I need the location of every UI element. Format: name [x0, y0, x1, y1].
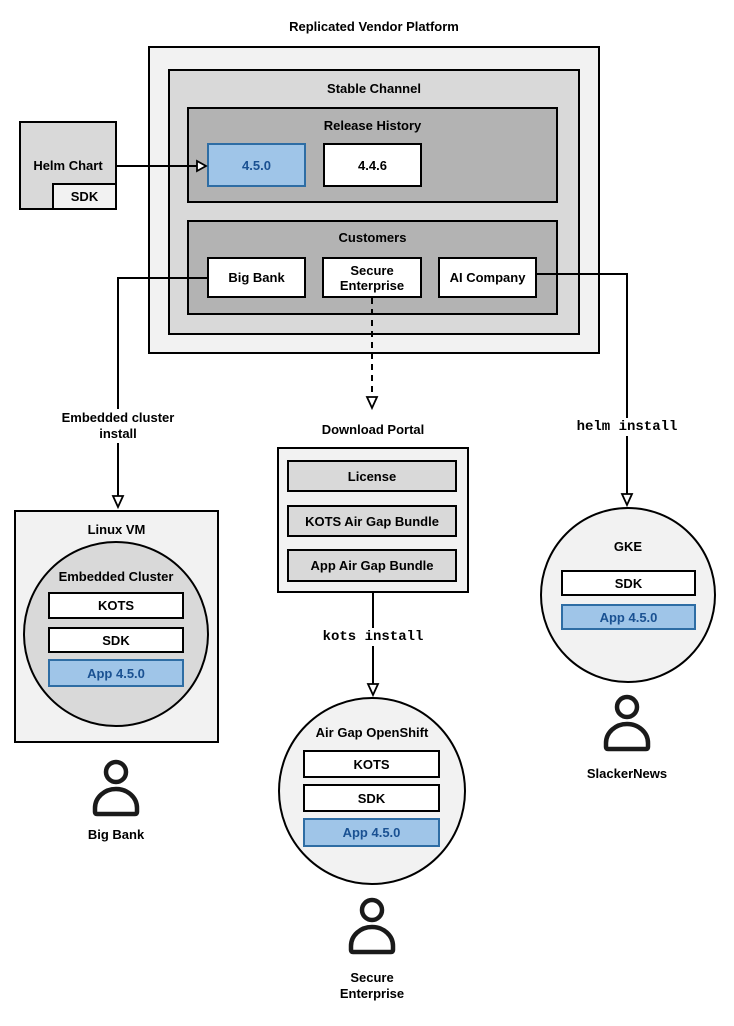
sdk-label-openshift: SDK [357, 790, 386, 806]
customer-secure-enterprise-box: Secure Enterprise [322, 257, 422, 298]
sdk-label-embedded: SDK [102, 632, 130, 648]
app-airgap-bundle-box: App Air Gap Bundle [287, 549, 457, 582]
sdk-box-gke: SDK [561, 570, 696, 596]
app-label-gke: App 4.5.0 [599, 609, 658, 625]
app-airgap-bundle-label: App Air Gap Bundle [310, 558, 434, 573]
release-450-box: 4.5.0 [207, 143, 306, 187]
app-box-embedded: App 4.5.0 [48, 659, 184, 687]
customer-big-bank-box: Big Bank [207, 257, 306, 298]
license-box: License [287, 460, 457, 492]
sdk-box-openshift: SDK [303, 784, 440, 812]
stable-channel-label: Stable Channel [327, 81, 421, 96]
customer-ai-company-box: AI Company [438, 257, 537, 298]
embedded-cluster-label: Embedded Cluster [58, 569, 174, 584]
app-label-openshift: App 4.5.0 [342, 825, 401, 840]
gke-label: GKE [613, 539, 643, 554]
kots-airgap-bundle-box: KOTS Air Gap Bundle [287, 505, 457, 537]
customers-label: Customers [338, 230, 407, 245]
secure-enterprise-user-label: Secure Enterprise [339, 970, 405, 1001]
license-label: License [347, 468, 397, 484]
helm-chart-sdk-box: SDK [52, 183, 117, 210]
secure-enterprise-user-icon [346, 897, 398, 960]
helm-chart-sdk-label: SDK [70, 189, 99, 204]
arrowhead-big-bank-to-linux-vm [111, 495, 125, 510]
arrowhead-portal-to-openshift [366, 683, 380, 698]
customer-secure-enterprise-label: Secure Enterprise [339, 262, 405, 293]
sdk-box-embedded: SDK [48, 627, 184, 653]
arrowhead-secure-enterprise-to-portal [365, 396, 379, 411]
kots-label-embedded: KOTS [97, 598, 135, 613]
kots-box-embedded: KOTS [48, 592, 184, 619]
diagram-title: Replicated Vendor Platform [289, 19, 459, 34]
linux-vm-label: Linux VM [87, 522, 146, 537]
release-446-box: 4.4.6 [323, 143, 422, 187]
big-bank-user-label: Big Bank [87, 827, 145, 842]
arrowhead-ai-company-to-gke [620, 493, 634, 508]
embedded-install-edge-label: Embedded cluster install [53, 409, 183, 443]
app-box-openshift: App 4.5.0 [303, 818, 440, 847]
download-portal-label: Download Portal [321, 422, 425, 437]
sdk-label-gke: SDK [614, 575, 643, 591]
customer-ai-company-label: AI Company [449, 270, 526, 285]
helm-chart-label: Helm Chart [33, 158, 103, 173]
kots-box-openshift: KOTS [303, 750, 440, 778]
big-bank-user-icon [90, 759, 142, 822]
release-450-label: 4.5.0 [242, 157, 271, 173]
kots-label-openshift: KOTS [353, 756, 390, 772]
release-446-label: 4.4.6 [358, 157, 387, 173]
slackernews-user-label: SlackerNews [586, 766, 668, 781]
app-label-embedded: App 4.5.0 [87, 665, 145, 681]
app-box-gke: App 4.5.0 [561, 604, 696, 630]
kots-install-edge-label: kots install [308, 628, 438, 646]
slackernews-user-icon [601, 694, 653, 757]
customer-big-bank-label: Big Bank [228, 270, 285, 285]
helm-install-edge-label: helm install [562, 418, 692, 436]
release-history-label: Release History [323, 118, 422, 133]
airgap-openshift-label: Air Gap OpenShift [315, 725, 429, 740]
kots-airgap-bundle-label: KOTS Air Gap Bundle [305, 513, 439, 529]
